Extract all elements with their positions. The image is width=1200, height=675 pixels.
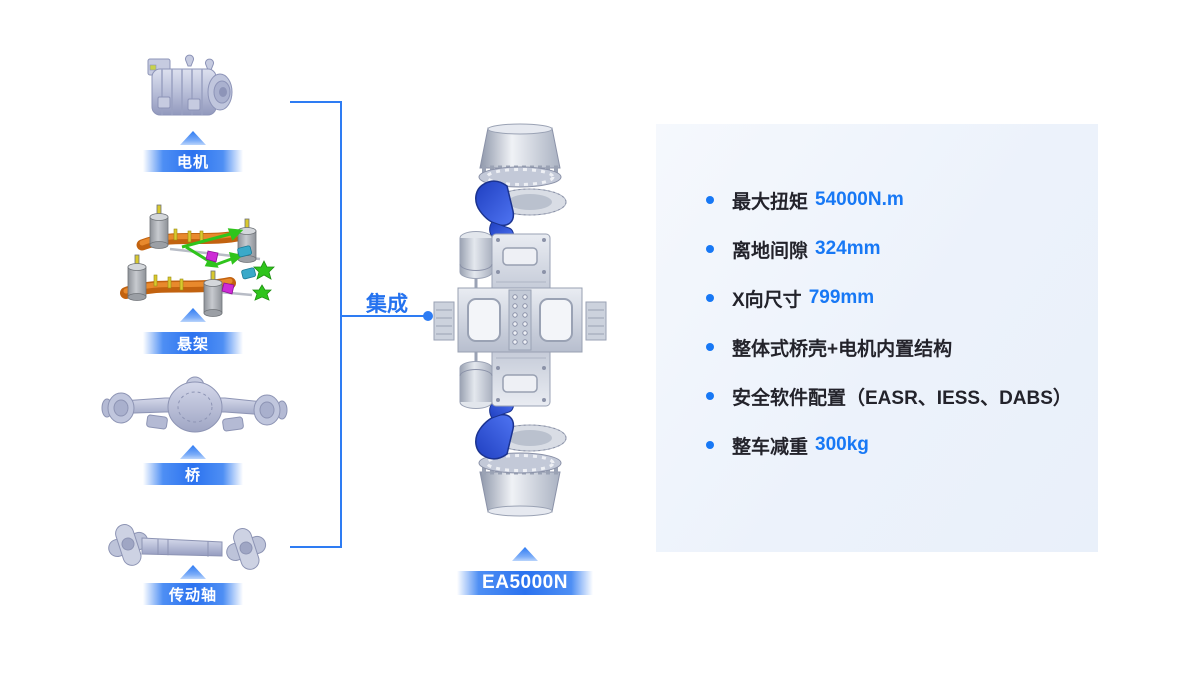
bullet-dot-icon <box>706 294 714 302</box>
integration-bracket-line <box>290 101 433 548</box>
bullet-dot-icon <box>706 245 714 253</box>
spec-value: 54000N.m <box>815 189 904 210</box>
spec-label: 整体式桥壳+电机内置结构 <box>732 338 953 360</box>
bullet-dot-icon <box>706 343 714 351</box>
eaxle-illustration <box>433 123 607 547</box>
specs-panel: 最大扭矩 54000N.m 离地间隙 324mm X向尺寸 799mm 整体式桥… <box>656 124 1098 552</box>
motor-figure <box>140 45 240 133</box>
product-model-label: EA5000N <box>457 571 593 595</box>
axle-figure <box>95 362 295 454</box>
spec-item: 整车减重 300kg <box>706 432 1068 458</box>
spec-item: X向尺寸 799mm <box>706 285 1068 311</box>
spec-value: 324mm <box>815 238 881 259</box>
spec-label: 最大扭矩 <box>732 191 809 213</box>
driveshaft-figure <box>100 502 278 586</box>
spec-item: 整体式桥壳+电机内置结构 <box>706 334 1068 360</box>
spec-label: X向尺寸 <box>732 289 802 311</box>
component-label-suspension: 悬架 <box>143 332 243 354</box>
bullet-dot-icon <box>706 196 714 204</box>
spec-label: 离地间隙 <box>732 240 809 262</box>
suspension-figure <box>112 195 294 321</box>
spec-item: 最大扭矩 54000N.m <box>706 187 1068 213</box>
chevron-up-icon <box>180 131 206 145</box>
chevron-up-icon <box>512 547 538 561</box>
driveshaft-illustration <box>108 524 267 570</box>
spec-value: 300kg <box>815 434 869 455</box>
bullet-dot-icon <box>706 392 714 400</box>
component-label-motor: 电机 <box>143 150 243 172</box>
spec-item: 安全软件配置（EASR、IESS、DABS） <box>706 383 1072 409</box>
suspension-illustration <box>120 204 275 317</box>
bullet-dot-icon <box>706 441 714 449</box>
component-label-driveshaft: 传动轴 <box>143 583 243 605</box>
spec-label: 整车减重 <box>732 436 809 458</box>
component-label-axle: 桥 <box>143 463 243 485</box>
product-figure <box>432 122 622 547</box>
integration-label: 集成 <box>366 293 408 316</box>
spec-value: 799mm <box>808 287 875 308</box>
motor-illustration <box>147 54 233 116</box>
spec-label: 安全软件配置（EASR、IESS、DABS） <box>732 387 1072 409</box>
spec-item: 离地间隙 324mm <box>706 236 1068 262</box>
axle-illustration <box>101 376 288 433</box>
